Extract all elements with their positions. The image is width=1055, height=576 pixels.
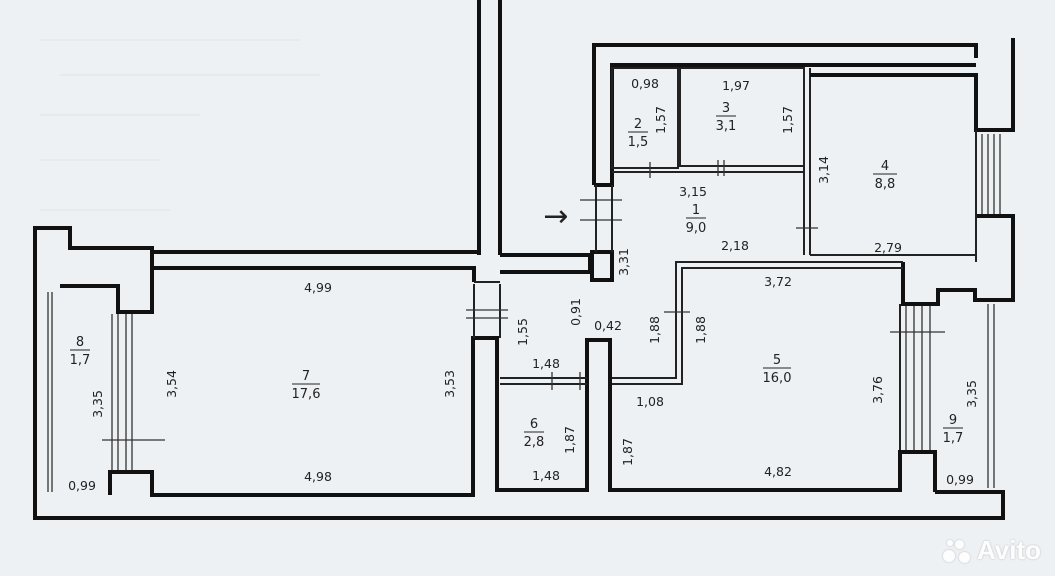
room-9-number: 9 [949,413,957,428]
avito-dots-icon [942,538,973,564]
dim-label: 0,99 [68,478,96,493]
dim-label: 0,99 [946,472,974,487]
dim-label: 1,48 [532,356,560,371]
dim-label: 3,15 [679,184,707,199]
room-1-area: 9,0 [686,221,707,236]
dim-label: 4,99 [304,280,332,295]
dim-label: 0,98 [631,76,659,91]
room-6-area: 2,8 [524,435,545,450]
room-8-number: 8 [76,335,84,350]
room-2-area: 1,5 [628,135,649,150]
room-4-walls [810,38,1015,306]
watermark-logo: Avito [942,535,1041,566]
room-7-walls [152,250,508,338]
dim-label: 1,08 [636,394,664,409]
dim-label: 0,42 [594,318,622,333]
dim-label: 1,97 [722,78,750,93]
dim-label: 1,88 [693,316,708,344]
dim-label: 3,54 [164,370,179,398]
dim-label: 3,31 [616,248,631,276]
room-9-area: 1,7 [943,431,964,446]
room-5-number: 5 [773,353,781,368]
room-4-area: 8,8 [875,177,896,192]
dim-label: 1,48 [532,468,560,483]
room-7-area: 17,6 [292,387,321,402]
bottom-outer-wall [33,336,1005,520]
dim-label: 3,72 [764,274,792,289]
room-5-area: 16,0 [763,371,792,386]
room-4-number: 4 [881,159,889,174]
room-3-number: 3 [722,101,730,116]
dim-label: 1,55 [515,318,530,346]
dim-label: 0,91 [568,298,583,326]
dim-label: 4,98 [304,469,332,484]
room-7-number: 7 [302,369,310,384]
room-5-walls [612,261,995,488]
dimension-labels: 0,98 1,97 1,57 1,57 3,14 3,15 2,18 2,79 … [68,76,979,493]
dim-label: 3,35 [90,390,105,418]
room-3-area: 3,1 [716,119,737,134]
room-8-area: 1,7 [70,353,91,368]
dim-label: 2,18 [721,238,749,253]
upper-corridor-walls [477,0,502,255]
room-8-walls [33,226,165,495]
dim-label: 1,57 [653,106,668,134]
room-2-number: 2 [634,117,642,132]
dim-label: 1,88 [647,316,662,344]
dim-label: 3,53 [442,370,457,398]
dim-label: 3,76 [870,376,885,404]
entrance-arrow-icon: → [543,199,568,234]
room-6-number: 6 [530,417,538,432]
rooms-2-3-walls [611,67,818,255]
dim-label: 3,35 [964,380,979,408]
dim-label: 4,82 [764,464,792,479]
room-1-number: 1 [692,203,700,218]
paper-background-lines [40,39,320,211]
dim-label: 1,87 [562,426,577,454]
dim-label: 2,79 [874,240,902,255]
dim-label: 3,14 [816,156,831,184]
dim-label: 1,87 [620,438,635,466]
watermark-brand: Avito [976,535,1041,565]
dim-label: 1,57 [780,106,795,134]
room-labels: 1 9,0 2 1,5 3 3,1 4 8,8 5 16,0 6 2,8 7 1… [70,101,964,450]
room-6-walls [500,372,587,390]
